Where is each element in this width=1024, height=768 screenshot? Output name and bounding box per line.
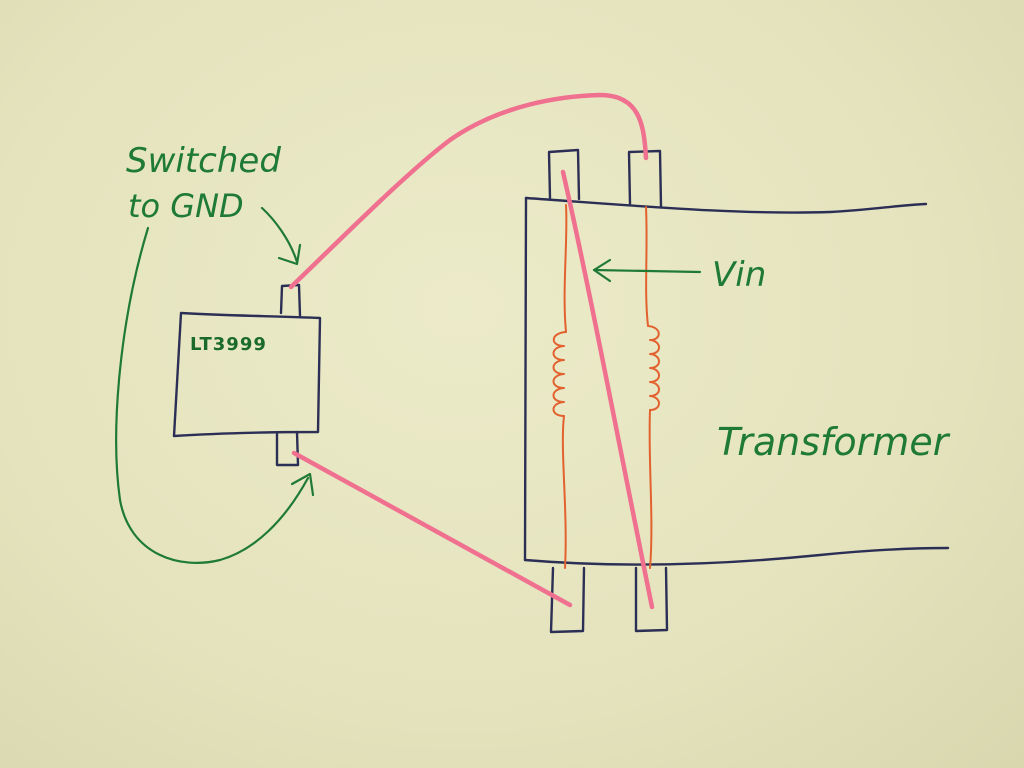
to-gnd-label: to GND [128,187,244,225]
transformer-label: Transformer [717,420,951,464]
switched-to-gnd-arrow [260,206,302,266]
vin-arrow [592,258,702,283]
wire-diagonal-inside-transformer [560,169,655,610]
transformer-body [523,196,950,566]
switched-curve-arrow [115,226,315,564]
secondary-winding [645,206,660,569]
transformer-bottom-left-pin [549,566,586,634]
transformer-top-left-pin [547,148,581,201]
transformer-bottom-right-pin [634,566,669,633]
primary-winding [552,204,568,569]
switched-label: Switched [126,141,281,181]
vin-label: Vin [712,255,766,295]
chip-label: LT3999 [190,334,267,355]
wire-chip-to-bottom-left-pin [291,450,573,608]
lt3999-chip [172,283,322,467]
wire-chip-to-top-right-pin [288,92,649,290]
